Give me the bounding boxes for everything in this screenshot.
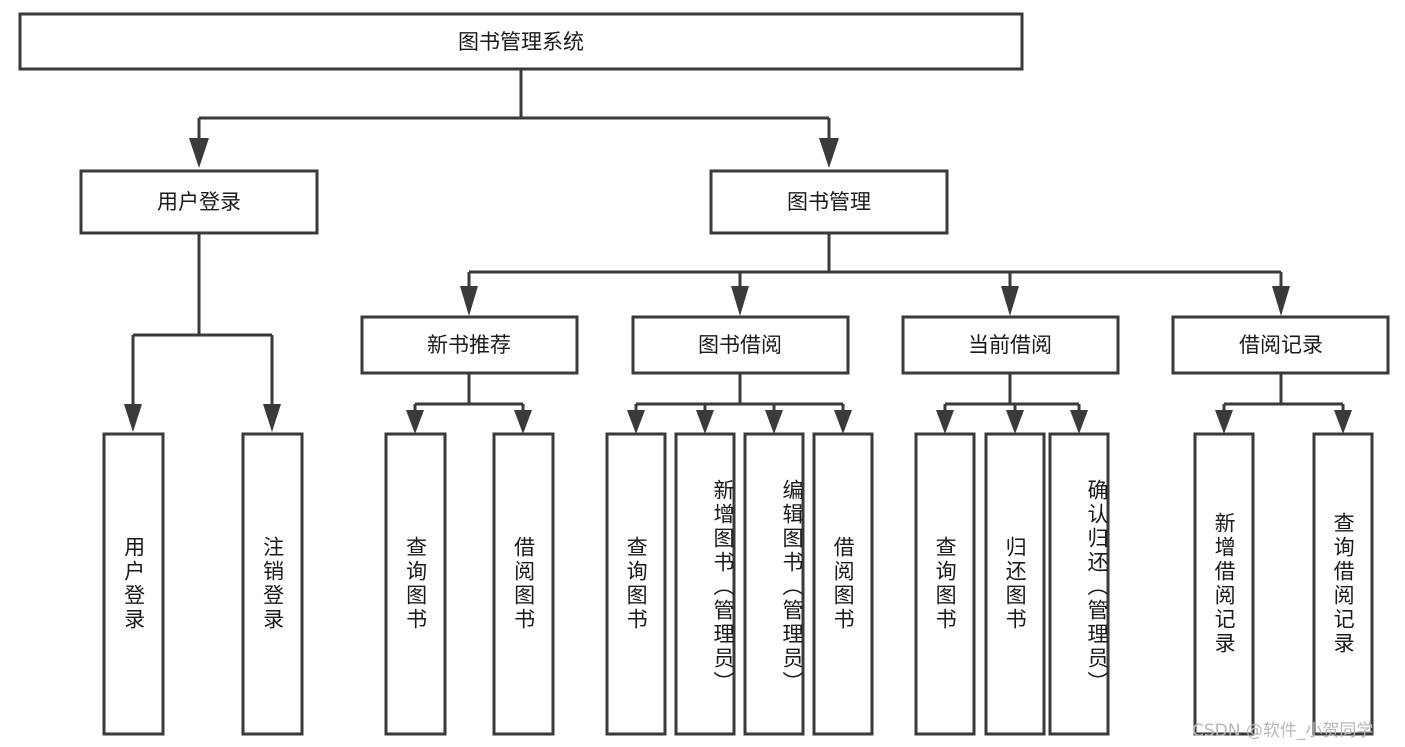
connector-group-record (1215, 373, 1352, 434)
node-level3-new-book-box[interactable] (360, 315, 579, 375)
leaf-box-current-borrow-3[interactable] (1048, 432, 1110, 736)
arrow-head-level3-4 (1272, 286, 1290, 316)
leaf-box-borrow-record-2[interactable] (1312, 432, 1374, 736)
node-level2-book-management-box[interactable] (709, 169, 949, 235)
node-level2-user-login-box[interactable] (79, 169, 319, 235)
arrow-head-userlogin-leaf-2 (263, 404, 281, 432)
connector-group-current (936, 373, 1088, 434)
arrow-head-borrow-leaf-2 (696, 410, 714, 434)
watermark-text: CSDN @软件_小贺同学 (1192, 721, 1374, 741)
arrow-head-userlogin (189, 138, 209, 168)
connector-group-newbook (406, 373, 532, 434)
leaf-box-new-book-2[interactable] (492, 432, 555, 736)
arrow-head-current-leaf-1 (936, 410, 954, 434)
arrow-head-userlogin-leaf-1 (124, 404, 142, 432)
leaf-box-user-login-1[interactable] (102, 432, 165, 736)
node-level3-book-borrow-box[interactable] (631, 315, 850, 375)
leaf-box-book-borrow-1[interactable] (605, 432, 667, 736)
arrow-head-newbook-leaf-2 (514, 410, 532, 434)
arrow-head-record-leaf-1 (1215, 410, 1233, 434)
arrow-head-borrow-leaf-1 (627, 410, 645, 434)
connector-group-root (189, 69, 839, 168)
leaf-box-new-book-1[interactable] (384, 432, 447, 736)
arrow-head-bookmgmt (819, 138, 839, 168)
leaf-box-user-login-2[interactable] (241, 432, 304, 736)
node-level3-new-book-label: 新书推荐 (427, 333, 511, 357)
leaf-box-book-borrow-3[interactable] (743, 432, 805, 736)
node-root-label: 图书管理系统 (458, 30, 584, 54)
node-level2-user-login-label: 用户登录 (157, 190, 241, 214)
arrow-head-level3-1 (460, 286, 478, 316)
leaf-box-book-borrow-4[interactable] (812, 432, 874, 736)
node-level3-current-borrow-box[interactable] (901, 315, 1120, 375)
arrow-head-current-leaf-2 (1006, 410, 1024, 434)
node-level3-current-borrow-label: 当前借阅 (968, 333, 1052, 357)
arrow-head-level3-3 (1001, 286, 1019, 316)
arrow-head-newbook-leaf-1 (406, 410, 424, 434)
arrow-head-borrow-leaf-4 (834, 410, 852, 434)
leaf-box-current-borrow-1[interactable] (914, 432, 976, 736)
connector-group-userlogin (124, 233, 281, 432)
connector-group-bookmgmt (460, 233, 1290, 316)
leaf-box-borrow-record-1[interactable] (1193, 432, 1255, 736)
node-level3-borrow-record-box[interactable] (1171, 315, 1390, 375)
leaf-box-book-borrow-2[interactable] (674, 432, 736, 736)
node-level3-borrow-record-label: 借阅记录 (1239, 333, 1323, 357)
arrow-head-borrow-leaf-3 (765, 410, 783, 434)
arrow-head-level3-2 (731, 286, 749, 316)
leaf-box-current-borrow-2[interactable] (984, 432, 1046, 736)
node-level3-book-borrow-label: 图书借阅 (698, 333, 782, 357)
arrow-head-current-leaf-3 (1070, 410, 1088, 434)
arrow-head-record-leaf-2 (1334, 410, 1352, 434)
node-level2-book-management-label: 图书管理 (787, 190, 871, 214)
connector-group-borrow (627, 373, 852, 434)
node-root-box[interactable] (18, 12, 1024, 71)
